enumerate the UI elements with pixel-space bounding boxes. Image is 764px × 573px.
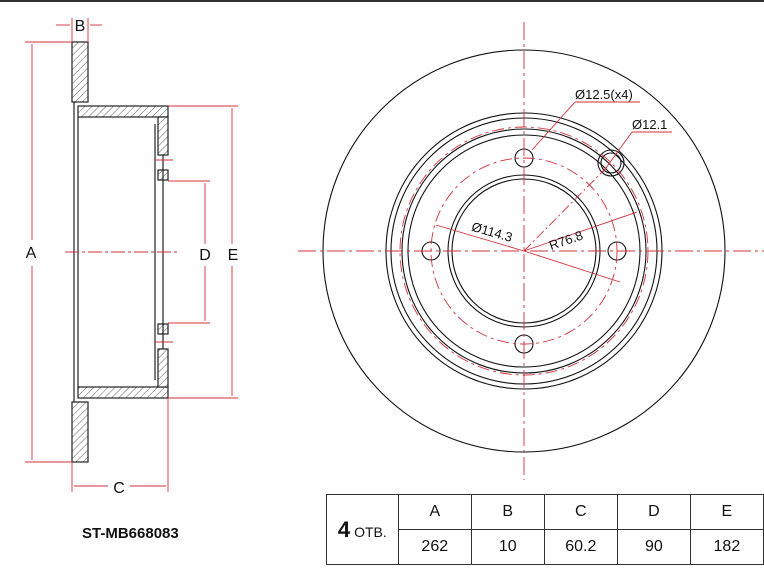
locating-hole — [597, 149, 625, 177]
value-d: 90 — [617, 529, 691, 565]
label-e: E — [228, 247, 239, 264]
dimensions-table: 4 ОТВ. A B C D E 262 10 60.2 90 182 — [326, 494, 764, 565]
holes-cell: 4 ОТВ. — [326, 494, 399, 565]
header-a: A — [397, 494, 472, 530]
flange-bottom — [71, 401, 89, 463]
hat-bottom-wall — [77, 386, 169, 399]
header-b: B — [470, 494, 545, 530]
holes-count: 4 — [337, 516, 351, 542]
header-e: E — [689, 494, 764, 530]
part-number: ST-MB668083 — [82, 525, 179, 542]
value-b: 10 — [470, 529, 545, 565]
header-d: D — [617, 494, 691, 530]
flange-top — [71, 41, 89, 103]
value-a: 262 — [397, 529, 472, 565]
header-c: C — [543, 494, 619, 530]
pcd-dimension: Ø114.3 — [470, 219, 514, 245]
label-c: C — [113, 480, 125, 497]
bolt-hole-dimension: Ø12.5(x4) — [575, 87, 633, 102]
value-c: 60.2 — [543, 529, 619, 565]
radius-dimension: R76.8 — [547, 228, 585, 253]
label-b: B — [75, 18, 86, 35]
holes-label: ОТВ. — [354, 523, 387, 540]
label-d: D — [199, 247, 211, 264]
side-dimensions — [25, 18, 238, 492]
hat-top-wall — [77, 105, 169, 118]
label-a: A — [26, 245, 37, 262]
small-hole-dimension: Ø12.1 — [632, 117, 667, 132]
value-e: 182 — [689, 529, 764, 565]
front-dimensions — [298, 22, 764, 480]
